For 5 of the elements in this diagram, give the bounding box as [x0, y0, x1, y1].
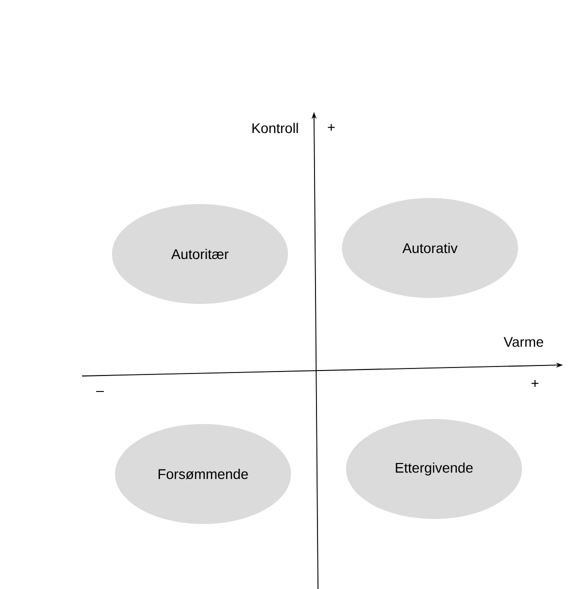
axis-label: Varme [504, 337, 544, 347]
axis-label: Kontroll [252, 122, 298, 134]
axis-sign: + [328, 124, 335, 131]
axis-sign: – [96, 391, 104, 392]
axis-sign: + [532, 380, 538, 387]
